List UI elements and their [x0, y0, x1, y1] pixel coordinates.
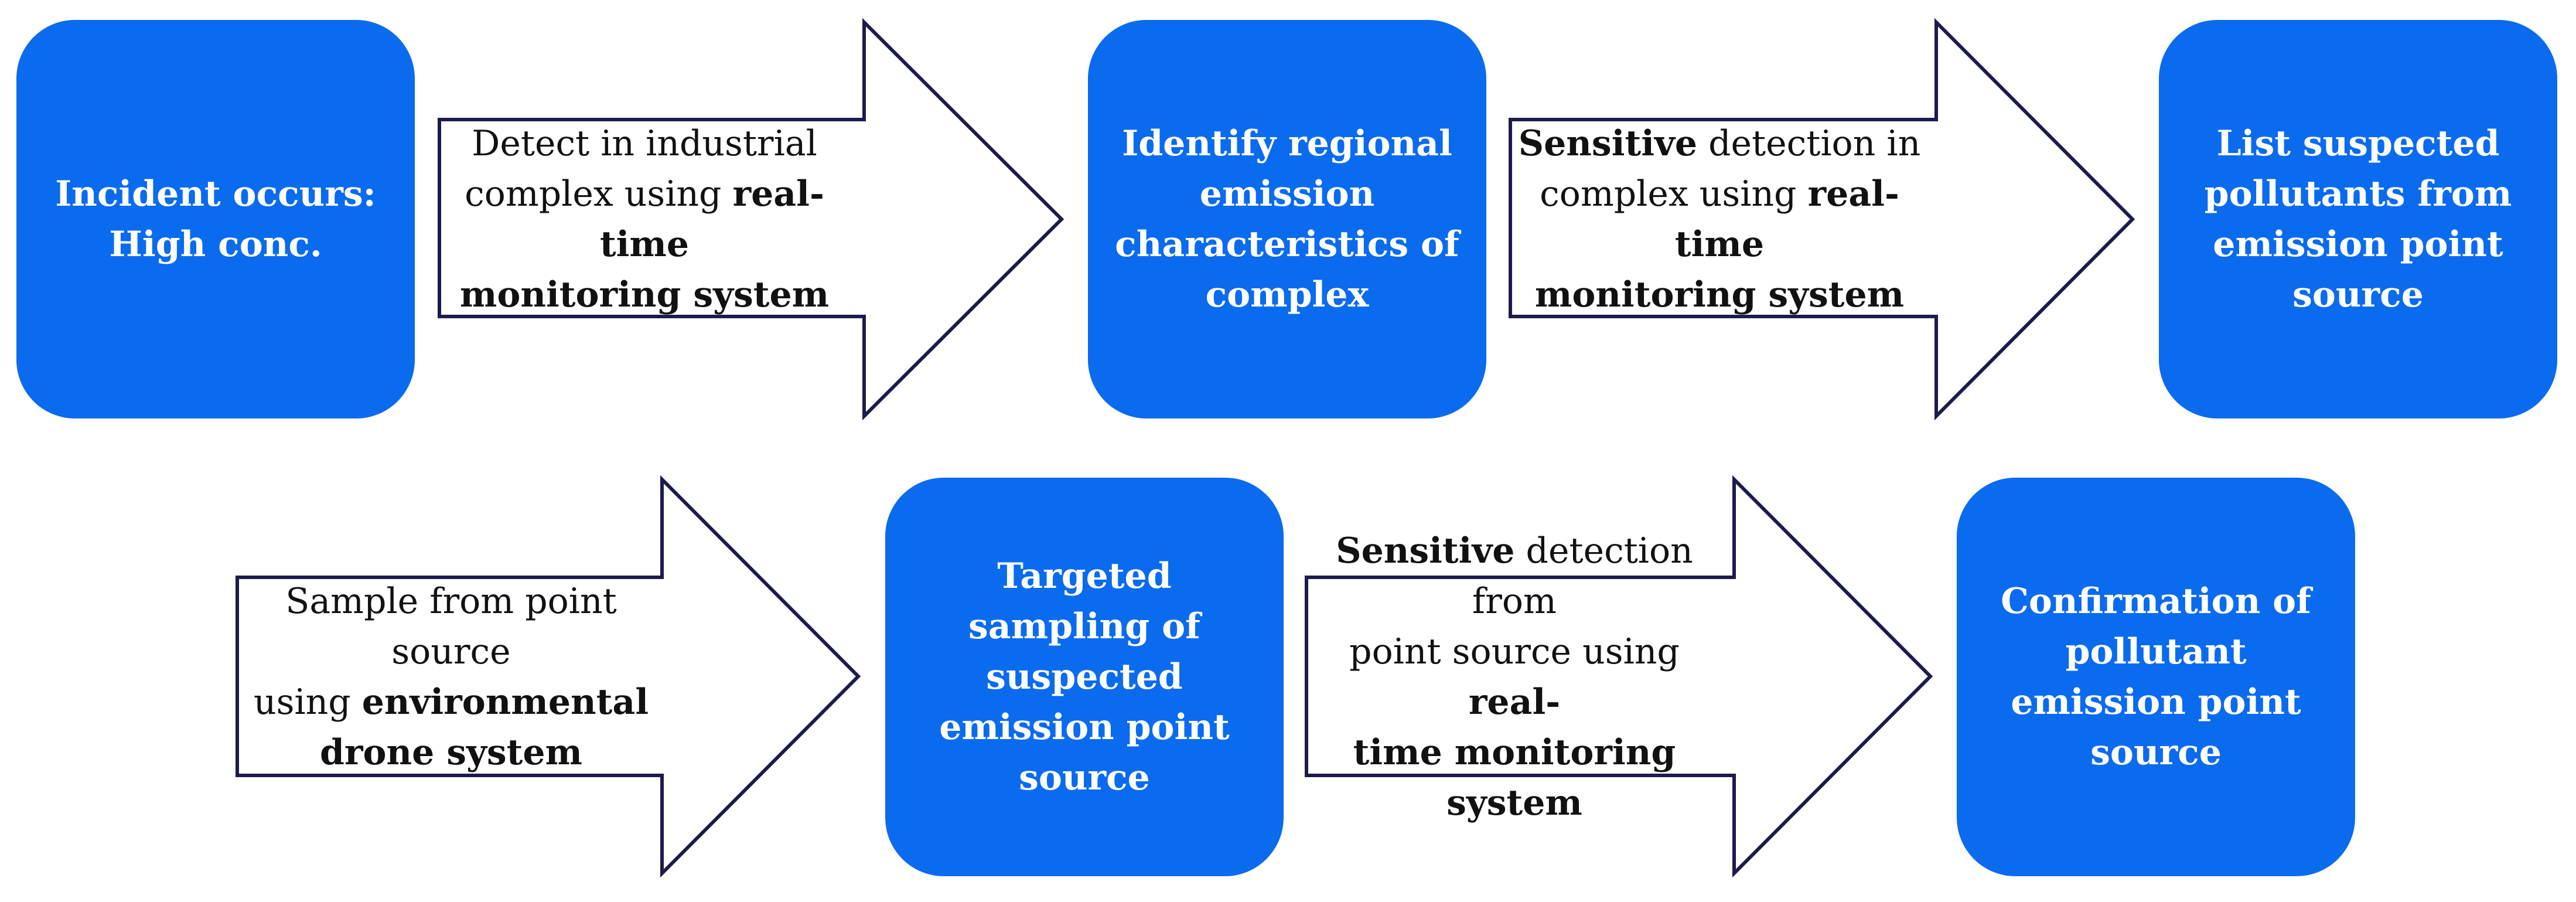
step-confirmation-of-source-text: Confirmation of pollutant emission point…: [1977, 576, 2335, 778]
arrow-text-bold: monitoring system: [459, 274, 830, 315]
box-line: suspected: [986, 656, 1183, 697]
arrow-3-label: Sample from point source using environme…: [240, 577, 662, 777]
box-line: source: [1019, 757, 1150, 798]
arrow-1-shape: [438, 18, 1064, 421]
box-line: source: [2292, 274, 2424, 315]
box-line: emission point: [2213, 224, 2503, 265]
arrow-text: detection in: [1697, 123, 1921, 164]
arrow-text-bold: Sensitive: [1518, 123, 1698, 164]
arrow-2-shape: [1509, 18, 2135, 421]
box-line: emission point: [2011, 682, 2301, 723]
arrow-text: complex using: [465, 173, 733, 215]
arrow-text-bold: real-: [1468, 682, 1561, 723]
box-line: emission point: [939, 707, 1230, 748]
arrow-text-bold: Sensitive: [1336, 530, 1515, 571]
box-line: complex: [1205, 274, 1369, 315]
step-list-suspected-pollutants-text: List suspected pollutants from emission …: [2181, 118, 2536, 320]
arrow-text: using: [253, 682, 362, 723]
step-identify-regional-emission: Identify regional emission characteristi…: [1088, 20, 1486, 418]
box-line: source: [2090, 732, 2222, 773]
box-line: characteristics of: [1115, 224, 1459, 265]
box-line: Confirmation of: [2001, 581, 2311, 622]
step-confirmation-of-source: Confirmation of pollutant emission point…: [1957, 478, 2355, 876]
arrow-text-bold: real-time: [1674, 173, 1899, 265]
arrow-text: complex using: [1540, 173, 1808, 215]
arrow-text: detection from: [1472, 530, 1693, 622]
arrow-1-label: Detect in industrial complex using real-…: [445, 120, 844, 319]
arrow-3-shape: [236, 475, 861, 878]
box-line: Identify regional: [1122, 123, 1452, 164]
arrow-text: point source using: [1349, 631, 1680, 672]
arrow-4-shape: [1305, 475, 1933, 878]
arrow-text-bold: real-time: [599, 173, 824, 265]
arrow-text-bold: time monitoring system: [1353, 732, 1676, 823]
box-line: Targeted: [997, 556, 1172, 597]
box-line: pollutant: [2065, 631, 2247, 672]
arrow-2-label: Sensitive detection in complex using rea…: [1514, 120, 1925, 319]
step-incident-occurs-text: Incident occurs: High conc.: [32, 169, 400, 270]
step-targeted-sampling-text: Targeted sampling of suspected emission …: [916, 551, 1253, 803]
step-identify-regional-emission-text: Identify regional emission characteristi…: [1091, 118, 1483, 320]
step-incident-occurs: Incident occurs: High conc.: [16, 20, 415, 418]
step-targeted-sampling: Targeted sampling of suspected emission …: [885, 478, 1284, 876]
box-line: emission: [1199, 173, 1375, 215]
arrow-text-bold: drone system: [319, 732, 583, 773]
arrow-4-label: Sensitive detection from point source us…: [1309, 530, 1719, 823]
box-line: Incident occurs:: [55, 173, 376, 215]
box-line: pollutants from: [2204, 173, 2512, 215]
box-line: List suspected: [2216, 123, 2500, 164]
arrow-text-bold: monitoring system: [1534, 274, 1905, 315]
arrow-text-bold: environmental: [361, 682, 649, 723]
box-line: sampling of: [968, 606, 1200, 647]
step-list-suspected-pollutants: List suspected pollutants from emission …: [2159, 20, 2557, 418]
arrow-text: Detect in industrial: [472, 123, 817, 164]
arrow-text: Sample from point source: [285, 581, 617, 672]
box-line: High conc.: [109, 224, 322, 265]
